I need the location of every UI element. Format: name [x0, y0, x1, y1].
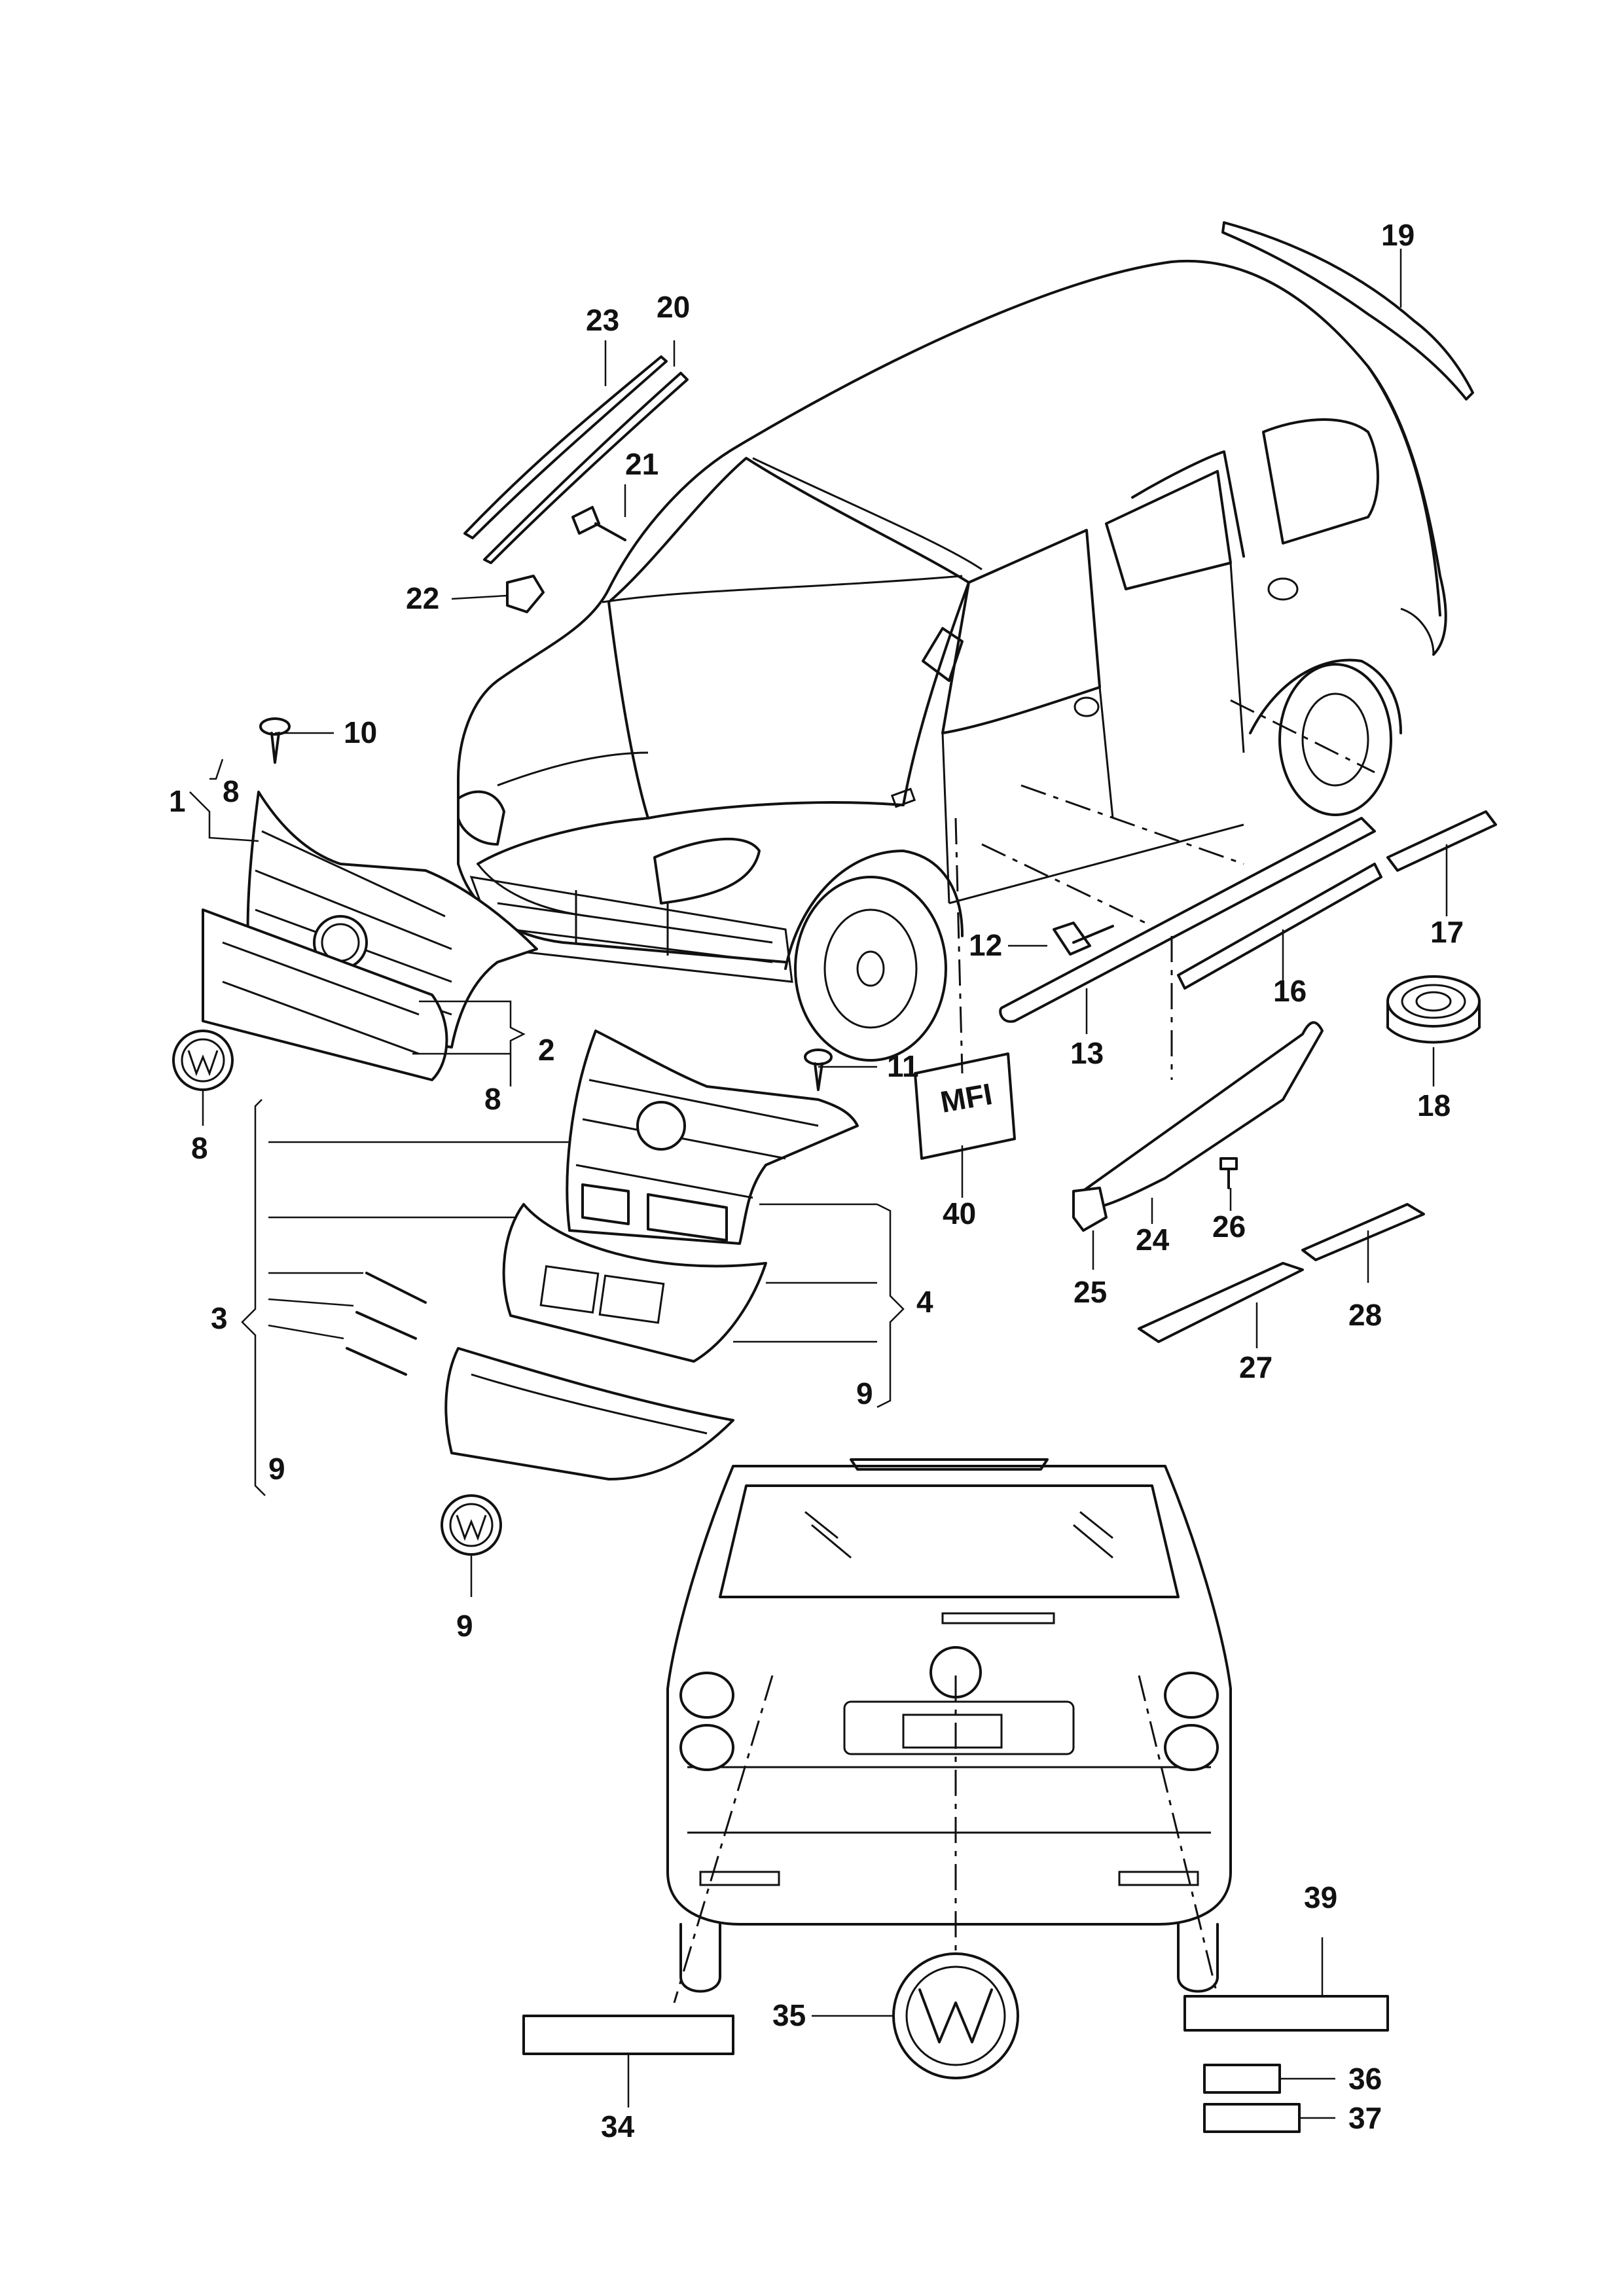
callout-17: 17 — [1430, 915, 1464, 949]
badge-40: MFI — [914, 1052, 1016, 1160]
sill-panel-24 — [1072, 1021, 1324, 1212]
callout-24: 24 — [1136, 1223, 1170, 1257]
callout-1: 1 — [169, 784, 186, 818]
callout-36: 36 — [1348, 2062, 1382, 2096]
sill-trim-13 — [999, 817, 1376, 1023]
emblem-35 — [892, 1952, 1019, 2079]
callout-8c: 8 — [191, 1131, 208, 1165]
screw-10 — [259, 717, 291, 764]
callout-35: 35 — [772, 1998, 806, 2032]
bracket-22 — [506, 575, 545, 613]
callout-11: 11 — [887, 1049, 919, 1083]
callout-19: 18 — [1417, 1088, 1451, 1122]
sticker-34 — [522, 2015, 734, 2055]
callout-21: 21 — [625, 447, 659, 481]
trim-strips-3 — [346, 1272, 427, 1376]
pin-26 — [1219, 1157, 1238, 1189]
sticker-37 — [1203, 2103, 1301, 2133]
callout-3: 3 — [211, 1301, 228, 1335]
callout-9c: 9 — [456, 1609, 473, 1643]
callout-10: 10 — [344, 715, 377, 749]
callout-9b: 9 — [268, 1452, 285, 1486]
sticker-39 — [1183, 1995, 1389, 2032]
emblem-9 — [441, 1494, 502, 1556]
bumper-frame-lower — [444, 1347, 734, 1480]
callout-9a: 9 — [856, 1376, 873, 1410]
clip-21 — [571, 506, 626, 541]
callout-8a: 8 — [223, 774, 240, 808]
dash-lines — [673, 699, 1375, 2003]
vehicle-rear-view — [666, 1458, 1232, 1993]
callout-2: 2 — [538, 1033, 555, 1067]
clip-25 — [1072, 1187, 1108, 1232]
callout-39: 39 — [1304, 1880, 1337, 1914]
callout-22: 22 — [406, 581, 439, 615]
bumper-cover-insert — [502, 1203, 767, 1363]
callout-12: 12 — [969, 928, 1002, 962]
callout-18: 19 — [1381, 218, 1415, 252]
callout-23: 23 — [586, 303, 619, 337]
callout-13: 13 — [1070, 1036, 1104, 1070]
callout-26: 26 — [1212, 1210, 1246, 1244]
bolt-12 — [1053, 922, 1114, 956]
front-grille-set-2 — [566, 1030, 859, 1245]
side-strip-17 — [1386, 810, 1497, 872]
callout-27: 27 — [1239, 1350, 1272, 1384]
tape-roll-19 — [1386, 975, 1481, 1044]
windshield-molding-20 — [483, 372, 689, 564]
sill-strip-16 — [1177, 863, 1382, 990]
emblem-8 — [172, 1030, 234, 1091]
callout-37: 37 — [1348, 2101, 1382, 2135]
callout-34: 34 — [601, 2109, 635, 2144]
callout-40: 40 — [943, 1196, 976, 1230]
callout-25: 25 — [1074, 1275, 1107, 1309]
callout-labels: 19 23 20 21 22 10 1 8 2 8 8 11 12 13 16 … — [169, 218, 1464, 2144]
leader-lines — [189, 249, 1448, 2119]
film-28 — [1301, 1203, 1425, 1261]
roof-molding-18 — [1221, 221, 1474, 401]
callout-28: 28 — [1348, 1298, 1382, 1332]
callout-20: 20 — [657, 290, 690, 324]
vehicle-front-view — [457, 260, 1447, 1062]
screw-11 — [804, 1049, 833, 1091]
sticker-36 — [1203, 2064, 1281, 2094]
callout-4: 4 — [916, 1285, 933, 1319]
callout-8b: 8 — [484, 1082, 501, 1116]
film-27 — [1138, 1262, 1304, 1343]
callout-16: 16 — [1273, 974, 1307, 1008]
windshield-molding-23 — [463, 355, 668, 539]
